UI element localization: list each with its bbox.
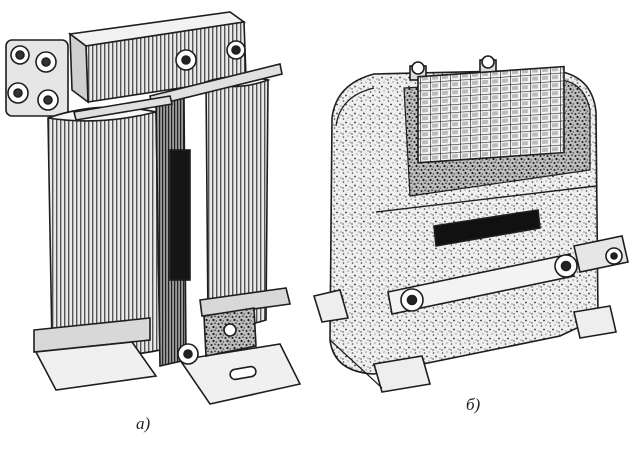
caption-b: б) xyxy=(466,395,481,414)
nameplate xyxy=(433,209,541,247)
transformer-a xyxy=(5,11,302,405)
terminal-block xyxy=(5,39,69,117)
core-leg xyxy=(155,97,191,368)
base-a xyxy=(33,287,302,405)
feet xyxy=(312,289,617,393)
top-terminals xyxy=(409,55,497,81)
transformer-b xyxy=(312,55,629,393)
clamp-strap xyxy=(387,235,629,315)
bolt-icon xyxy=(481,55,495,69)
bolt-icon xyxy=(411,61,425,75)
vent-grille xyxy=(417,65,565,164)
caption-a: а) xyxy=(136,414,151,433)
coil-right xyxy=(203,75,271,327)
